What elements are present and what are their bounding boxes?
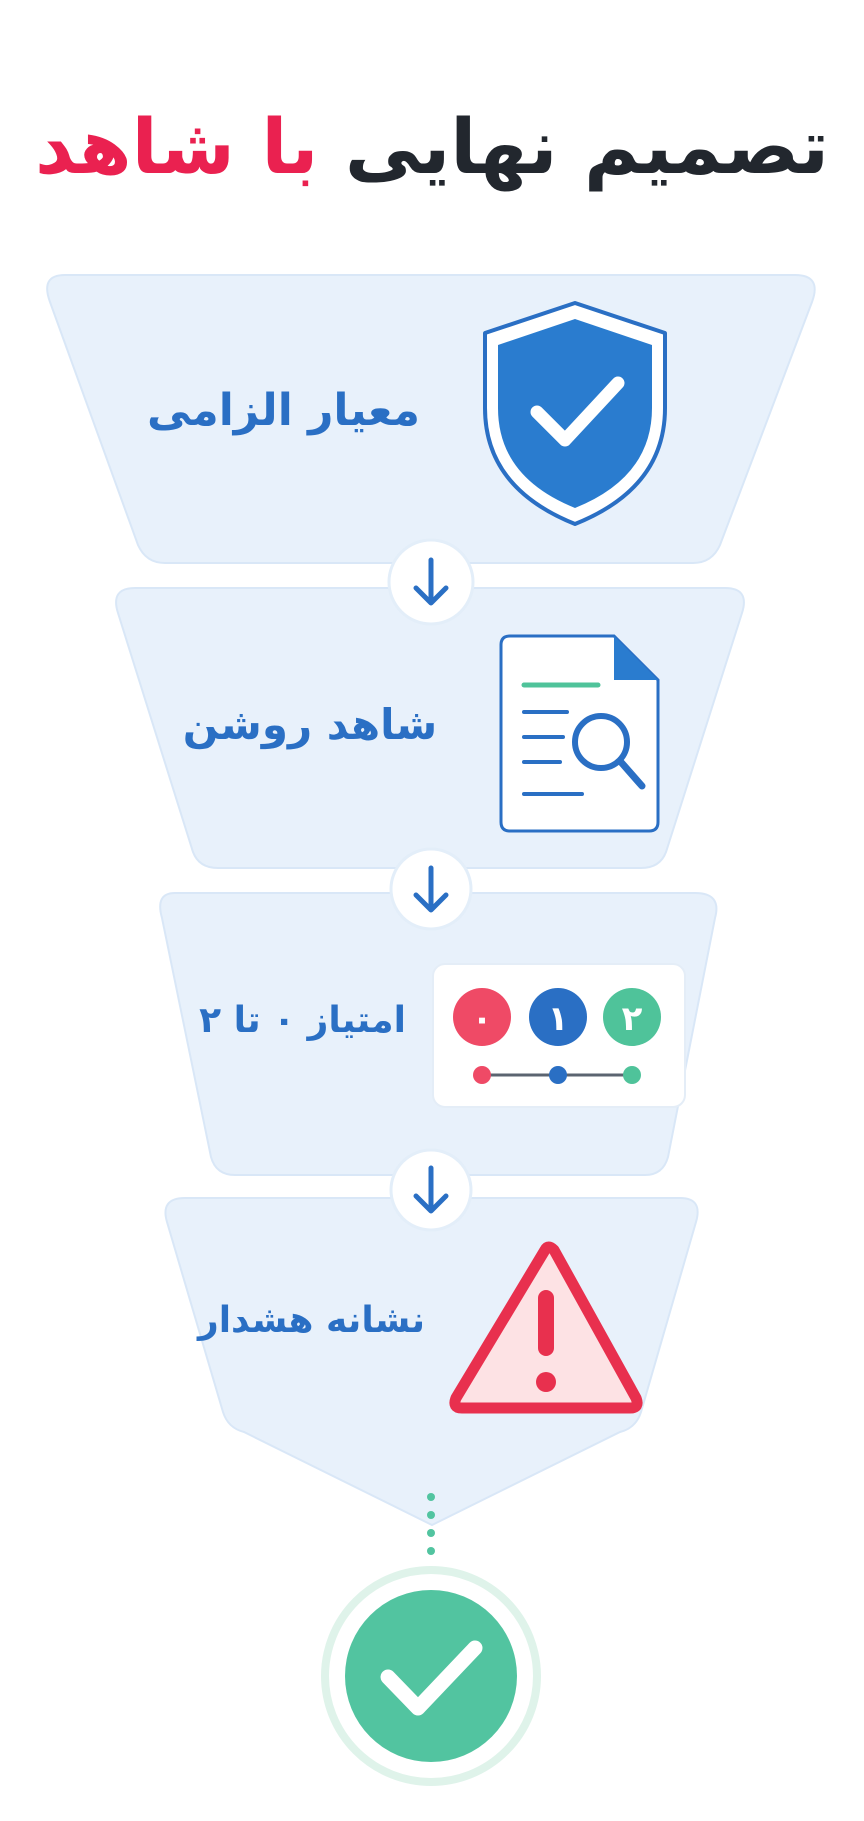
check-mark (380, 1640, 483, 1716)
check-circle-icon (321, 1566, 541, 1786)
score-badge-value: ۱ (548, 999, 569, 1039)
score-badge (603, 988, 661, 1046)
warning-triangle-icon (449, 1241, 643, 1414)
score-track-dot (473, 1066, 491, 1084)
step-label-required-criterion: معیار الزامی (146, 385, 420, 436)
arrow-down-icon (413, 865, 449, 913)
score-badge-value: ۰ (472, 999, 493, 1039)
connector-1 (387, 538, 475, 626)
connector-2 (389, 847, 473, 931)
step-label-score-range: امتیاز ۰ تا ۲ (199, 1000, 406, 1041)
score-track-dot (623, 1066, 641, 1084)
dot (427, 1493, 435, 1501)
arrow-down-icon (413, 557, 449, 606)
dot (427, 1511, 435, 1519)
step-label-clear-evidence: شاهد روشن (182, 700, 438, 749)
title-main: تصمیم نهایی (344, 102, 829, 191)
check-circle-fill (345, 1590, 517, 1762)
title-accent: با شاهد (34, 102, 319, 191)
document-search-icon (499, 634, 660, 833)
score-badge (453, 988, 511, 1046)
connector-3 (389, 1148, 473, 1232)
score-track-dot (549, 1066, 567, 1084)
score-scale-icon: ۰ ۱ ۲ (432, 963, 686, 1108)
dot (427, 1547, 435, 1555)
dot (427, 1529, 435, 1537)
arrow-down-icon (413, 1165, 449, 1214)
shield-check-icon (483, 301, 667, 526)
page-title: تصمیم نهایی با شاهد (0, 92, 864, 202)
score-badge-value: ۲ (622, 999, 643, 1039)
dotted-connector (427, 1493, 435, 1555)
score-badge (529, 988, 587, 1046)
step-label-warning-sign: نشانه هشدار (197, 1300, 425, 1341)
